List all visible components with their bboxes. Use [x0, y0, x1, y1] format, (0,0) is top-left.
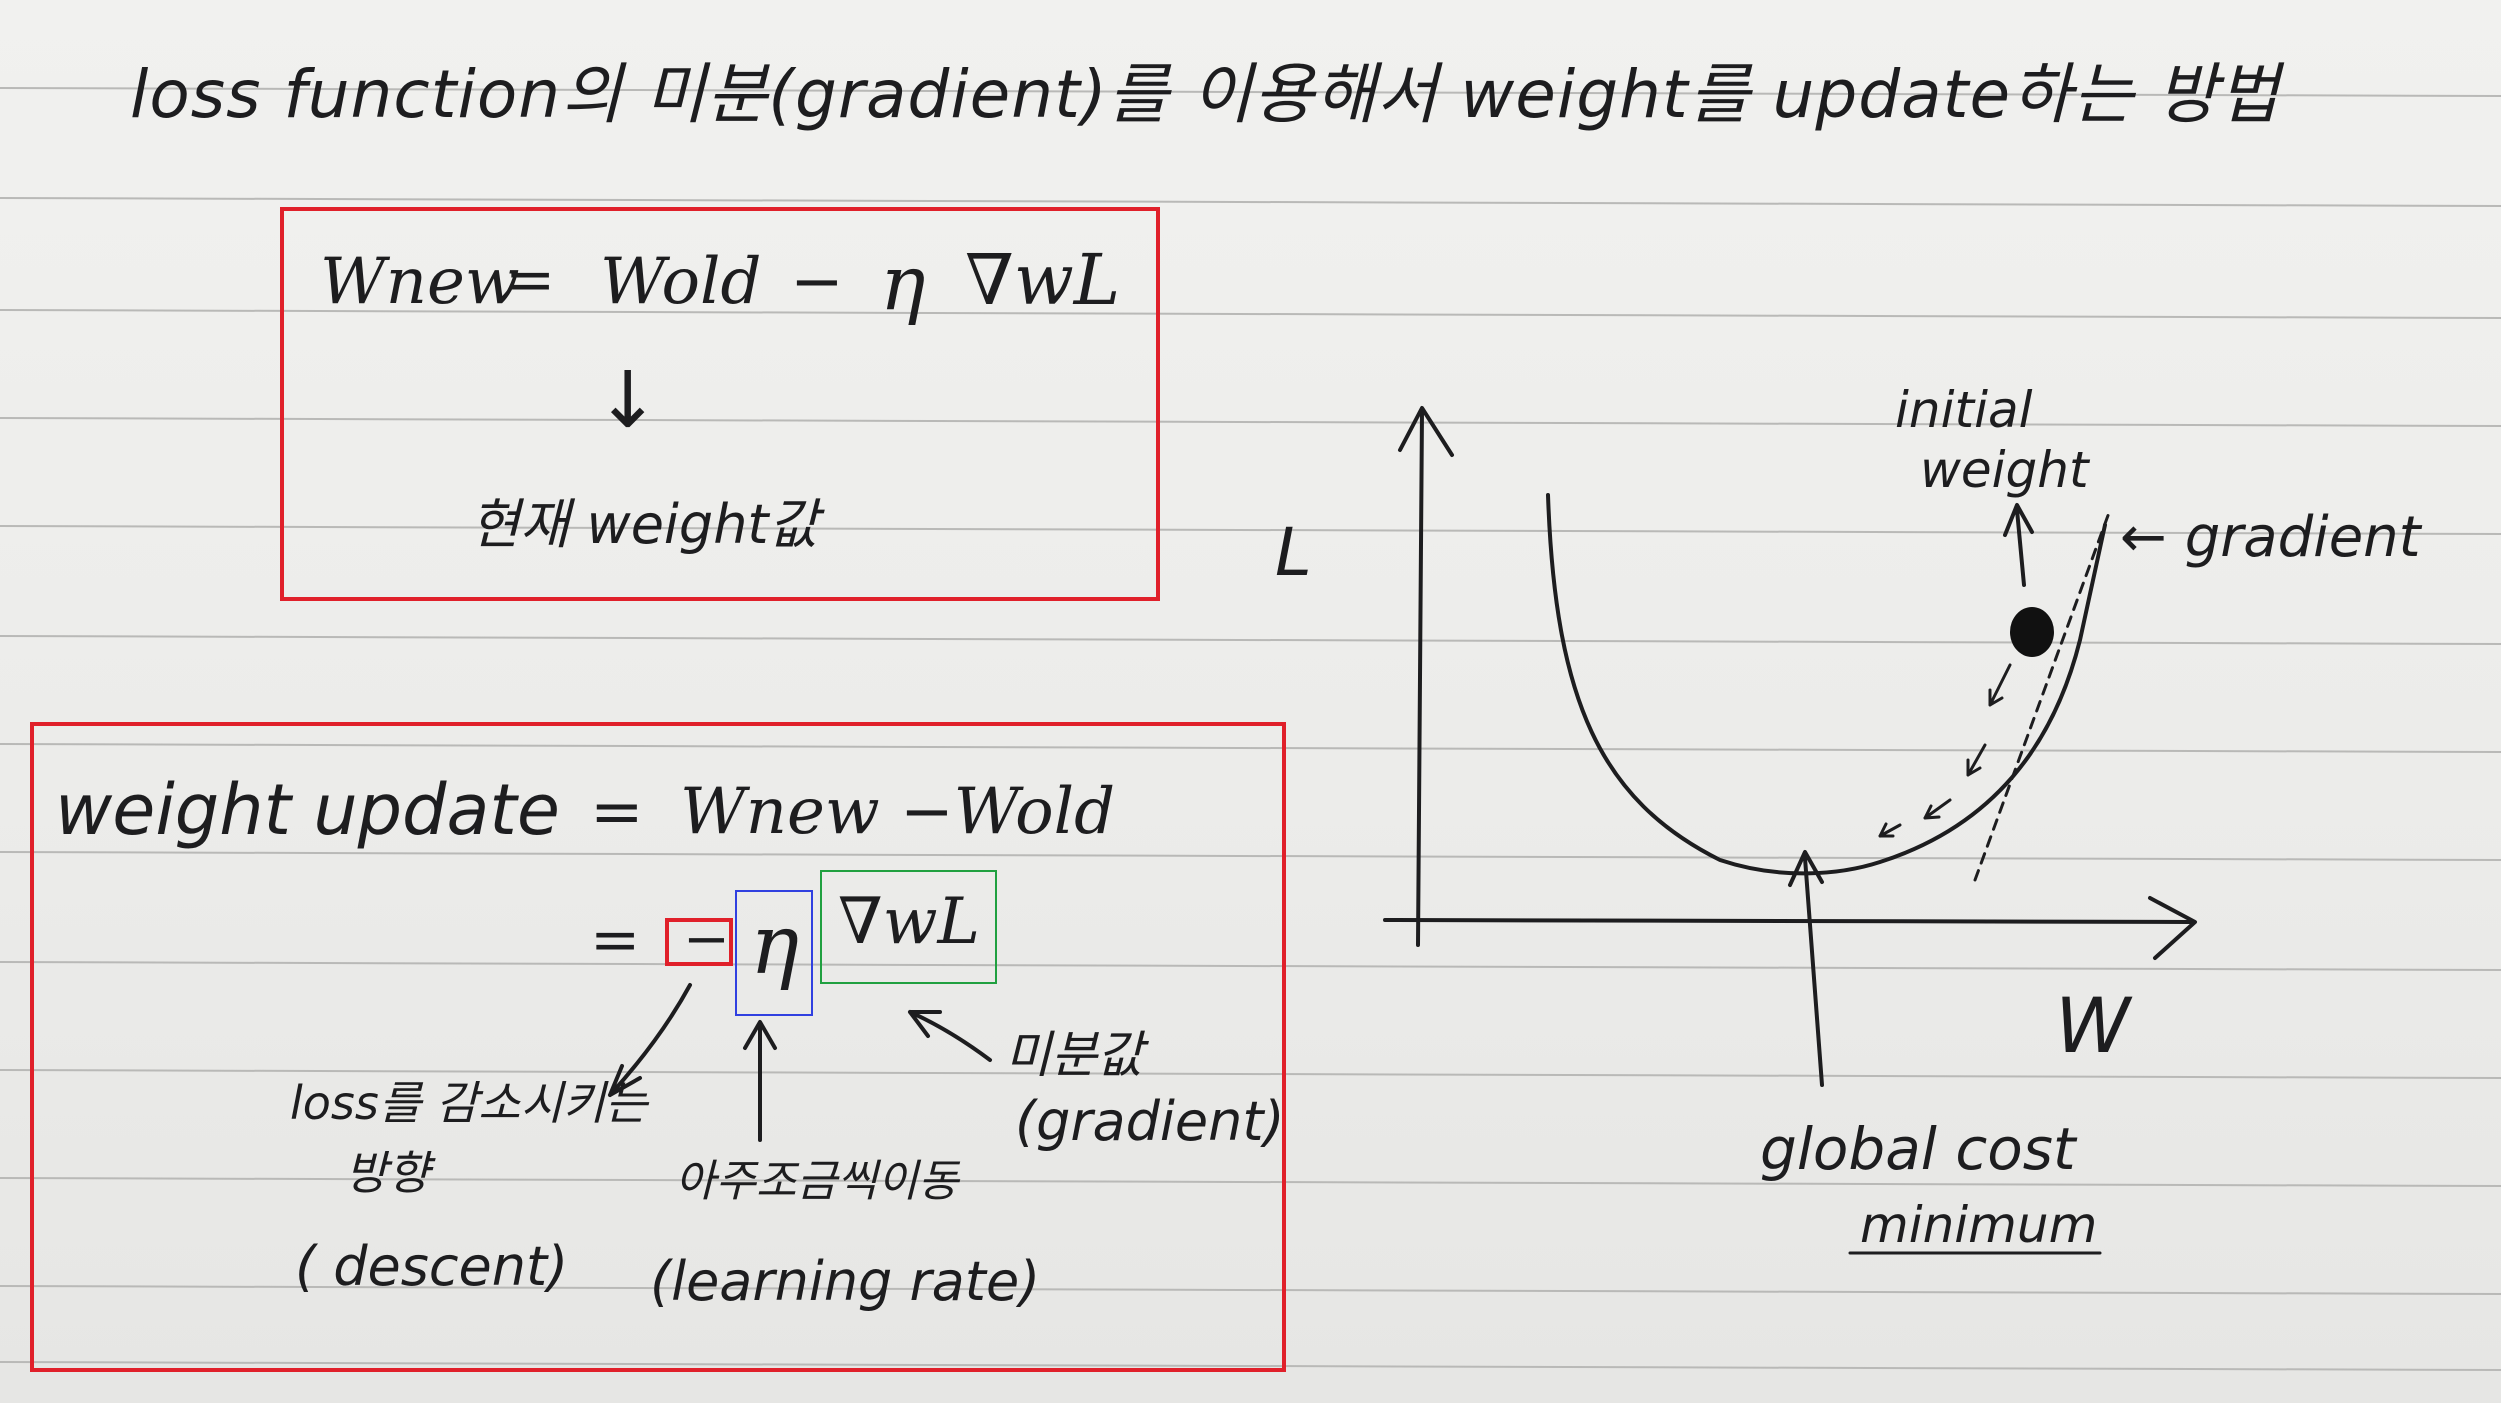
w-new-term: Wnew — [320, 250, 520, 314]
minus-highlight-box — [665, 918, 733, 966]
descent-note-line-3: ( descent) — [295, 1235, 569, 1298]
learning-rate-annotation-arrow — [743, 1020, 777, 1142]
ruled-line — [0, 417, 2501, 427]
weight-update-label: weight update — [55, 769, 560, 851]
gradient-term-2: ∇wL — [838, 885, 980, 959]
update-box — [30, 722, 1286, 1372]
initial-label-line-1: initial — [1895, 381, 2033, 439]
y-axis-label: L — [1275, 514, 1312, 591]
descent-note-line-1: loss를 감소시키는 — [290, 1076, 648, 1130]
current-weight-note: 현재 weight값 — [470, 493, 819, 556]
ruled-line — [0, 961, 2501, 971]
y-axis — [1398, 406, 1454, 947]
ruled-line — [0, 1285, 2501, 1295]
x-axis — [1383, 896, 2197, 960]
gradient-highlight-box — [820, 870, 997, 984]
eta-symbol: η — [880, 238, 926, 327]
ruled-line — [0, 525, 2501, 535]
initial-weight-arrow — [2003, 503, 2034, 587]
ruled-line — [0, 197, 2501, 207]
equals-sign: = — [505, 245, 556, 315]
minus-sign: − — [790, 245, 844, 319]
gradient-note-line-1: 미분값 — [1005, 1026, 1143, 1084]
descent-note-line-2: 방향 — [345, 1146, 430, 1200]
gradient-label: ← gradient — [2120, 505, 2421, 570]
down-arrow: ↓ — [595, 356, 661, 446]
ruled-line — [0, 309, 2501, 319]
equals-sign-1: = — [590, 775, 644, 849]
gradient-annotation-arrow — [908, 1010, 992, 1062]
descent-step-arrows — [1878, 663, 2012, 838]
ruled-line — [0, 1069, 2501, 1079]
gradient-term: ∇wL — [965, 239, 1121, 321]
eta-term: η — [750, 898, 800, 993]
minimum-label-line-2: minimum — [1860, 1196, 2098, 1254]
w-old-term: Wold — [600, 245, 762, 319]
eta-highlight-box — [735, 890, 813, 1016]
w-new-text: Wnew — [320, 245, 520, 319]
global-minimum-arrow — [1788, 850, 1824, 1087]
ruled-line — [0, 743, 2501, 753]
gradient-note-line-2: (gradient) — [1015, 1090, 1285, 1153]
equals-sign-2: = — [590, 905, 641, 975]
ruled-line — [0, 851, 2501, 861]
ruled-line — [0, 1177, 2501, 1187]
learning-rate-note-line-2: (learning rate) — [650, 1250, 1041, 1313]
ruled-line — [0, 1361, 2501, 1371]
gradient-tangent-line — [1973, 508, 2112, 882]
initial-label-line-2: weight — [1920, 441, 2089, 499]
learning-rate-note-line-1: 아주조금씩이동 — [675, 1156, 959, 1207]
initial-weight-point — [2010, 607, 2054, 657]
ruled-line — [0, 635, 2501, 645]
minus-term: − — [683, 907, 730, 972]
formula-box — [280, 207, 1160, 601]
ruled-line — [0, 87, 2501, 97]
descent-annotation-arrow — [608, 983, 692, 1097]
x-axis-label: W — [2055, 981, 2131, 1070]
page-title: loss function의 미분(gradient)를 이용해서 weight… — [130, 56, 2280, 133]
wnew-minus-wold: Wnew −Wold — [680, 775, 1116, 849]
minimum-label-line-1: global cost — [1760, 1115, 2076, 1183]
